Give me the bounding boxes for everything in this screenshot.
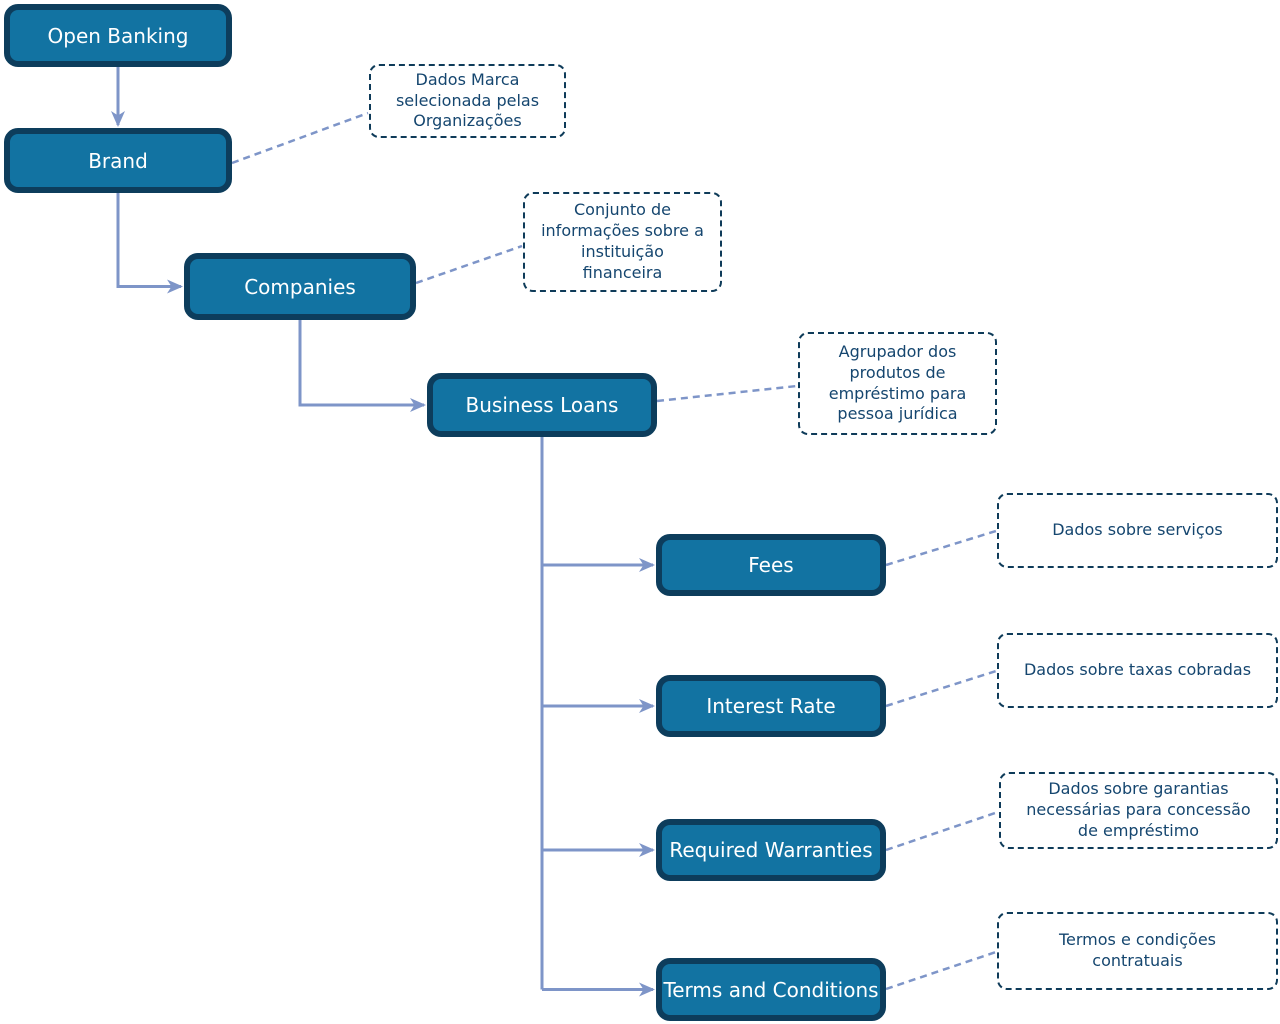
- leader-required-warranties-note: [885, 810, 999, 852]
- note-companies-text: Conjunto de informações sobre a institui…: [541, 200, 704, 282]
- node-required-warranties: Required Warranties: [656, 819, 886, 881]
- node-brand-label: Brand: [88, 148, 148, 173]
- node-business-loans: Business Loans: [427, 373, 657, 437]
- node-open-banking-label: Open Banking: [47, 23, 189, 48]
- node-terms-and-conditions-label: Terms and Conditions: [663, 977, 879, 1002]
- leader-companies-note: [415, 244, 523, 285]
- leader-interest-rate-note: [885, 669, 997, 708]
- node-open-banking: Open Banking: [4, 4, 232, 67]
- node-terms-and-conditions: Terms and Conditions: [656, 958, 886, 1021]
- note-terms-text: Termos e condições contratuais: [1058, 930, 1216, 970]
- edge-companies-to-business-loans: [298, 320, 426, 412]
- note-interest-rate: Dados sobre taxas cobradas: [997, 633, 1278, 708]
- node-business-loans-label: Business Loans: [465, 393, 619, 417]
- node-companies-label: Companies: [244, 274, 356, 299]
- node-companies: Companies: [184, 253, 416, 320]
- node-required-warranties-label: Required Warranties: [669, 838, 873, 862]
- node-interest-rate: Interest Rate: [656, 675, 886, 737]
- note-business-loans: Agrupador dos produtos de empréstimo par…: [798, 332, 997, 435]
- note-interest-rate-text: Dados sobre taxas cobradas: [1023, 660, 1252, 680]
- node-fees-label: Fees: [748, 553, 794, 577]
- node-interest-rate-label: Interest Rate: [706, 694, 836, 718]
- note-brand: Dados Marca selecionada pelas Organizaçõ…: [369, 64, 566, 138]
- node-brand: Brand: [4, 128, 232, 193]
- leader-fees-note: [885, 529, 997, 567]
- note-business-loans-text: Agrupador dos produtos de empréstimo par…: [828, 341, 967, 424]
- note-fees: Dados sobre serviços: [997, 493, 1278, 568]
- edge-brand-to-companies: [116, 193, 183, 294]
- leader-business-loans-note: [656, 384, 798, 403]
- leader-terms-note: [885, 950, 997, 991]
- leader-brand-note: [231, 111, 369, 165]
- note-terms: Termos e condições contratuais: [997, 912, 1278, 990]
- note-fees-text: Dados sobre serviços: [1052, 520, 1223, 540]
- note-required-warranties: Dados sobre garantias necessárias para c…: [999, 772, 1278, 849]
- note-brand-text: Dados Marca selecionada pelas Organizaçõ…: [395, 69, 540, 131]
- note-companies: Conjunto de informações sobre a institui…: [523, 192, 722, 292]
- note-required-warranties-text: Dados sobre garantias necessárias para c…: [1026, 779, 1251, 840]
- node-fees: Fees: [656, 534, 886, 596]
